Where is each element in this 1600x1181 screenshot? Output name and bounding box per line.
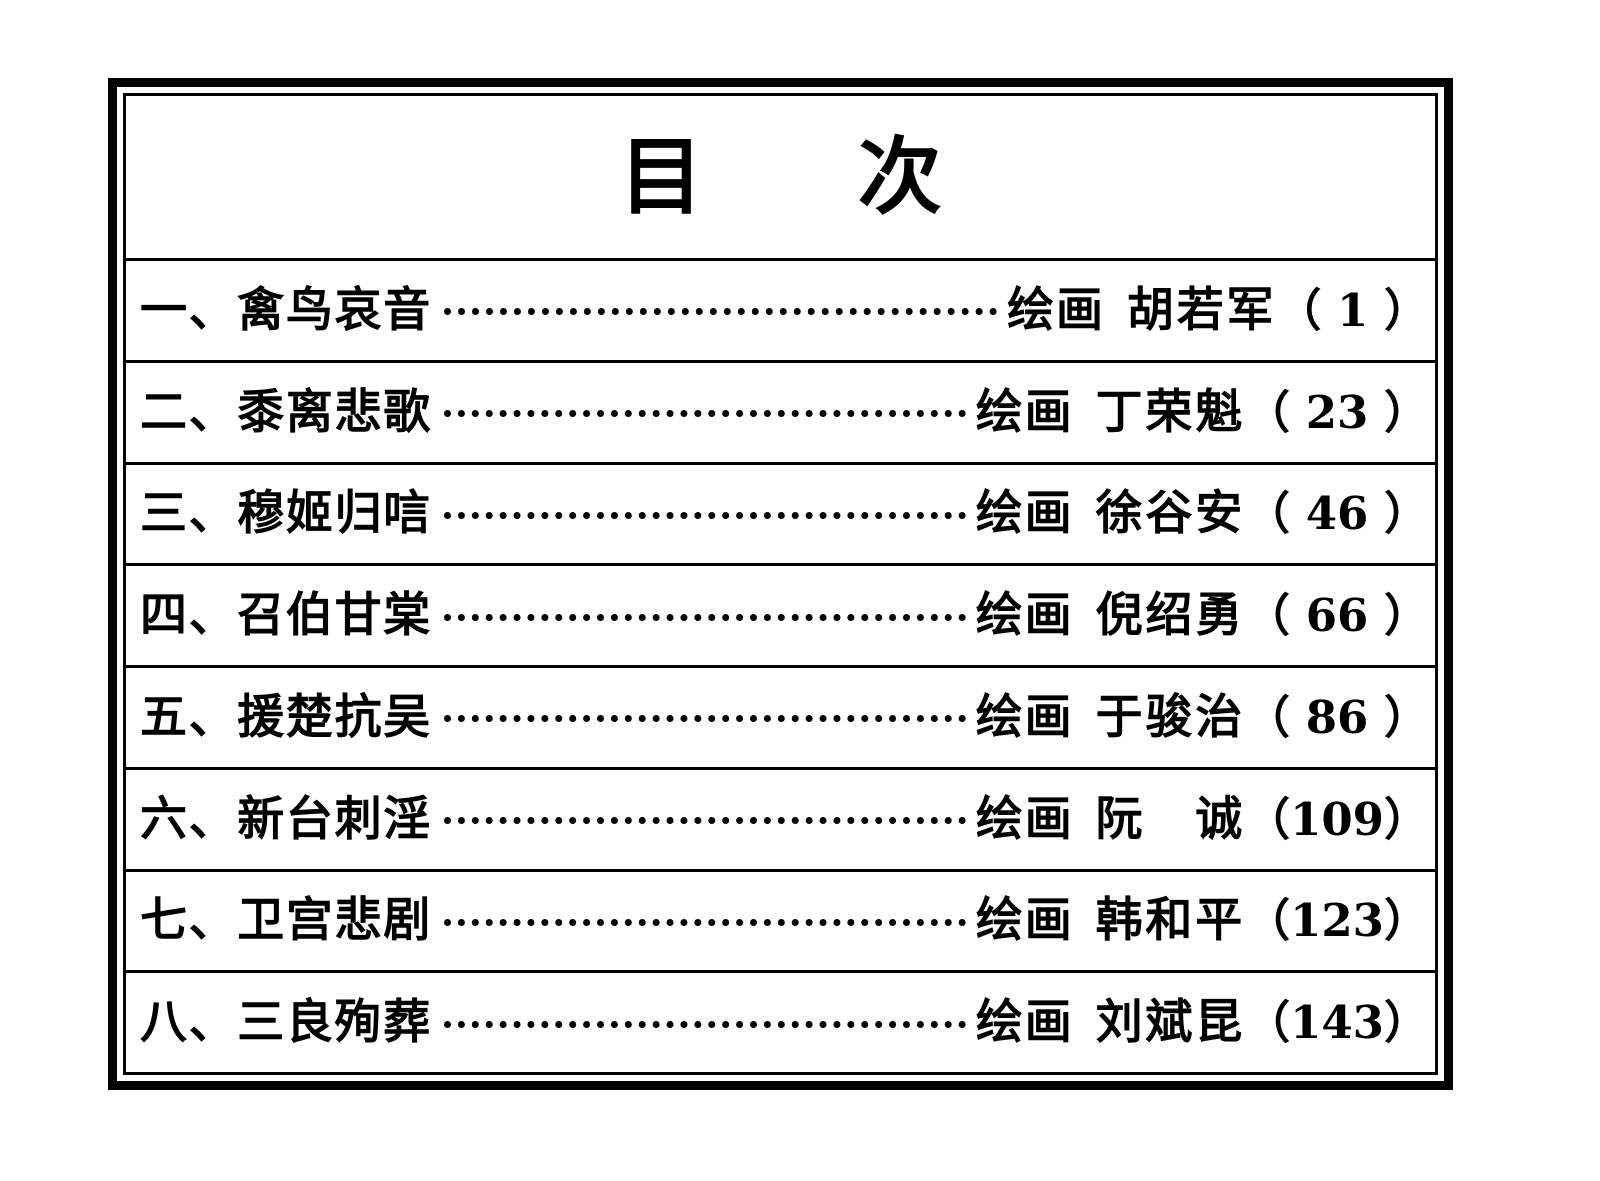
- entry-artist: 阮 诚: [1095, 791, 1246, 847]
- entry-page-number: （143）: [1245, 996, 1429, 1050]
- toc-outer-frame: 目 次 一、禽鸟哀音 绘画 胡若军 （ 1 ） 二、黍离悲歌 绘画: [108, 78, 1453, 1090]
- entry-title: 四、召伯甘棠: [140, 588, 432, 644]
- entry-artist: 徐谷安: [1095, 486, 1246, 542]
- entry-role-label: 绘画: [975, 791, 1074, 847]
- entry-artist: 胡若军: [1126, 282, 1277, 338]
- entry-role-label: 绘画: [975, 893, 1074, 949]
- table-row[interactable]: 七、卫宫悲剧 绘画 韩和平 （123）: [126, 872, 1435, 974]
- entry-page-number: （123）: [1245, 894, 1429, 948]
- entry-artist: 刘斌昆: [1095, 995, 1246, 1051]
- entry-page-number: （ 23 ）: [1245, 385, 1429, 439]
- entry-title: 八、三良殉葬: [140, 995, 432, 1051]
- dot-leader: [444, 287, 997, 334]
- toc-title-band: 目 次: [126, 96, 1435, 261]
- entry-artist: 丁荣魁: [1095, 384, 1246, 440]
- entry-page-number: （ 86 ）: [1245, 690, 1429, 744]
- dot-leader: [444, 999, 966, 1046]
- entry-credit: 绘画 丁荣魁 （ 23 ）: [976, 389, 1429, 436]
- entry-role-label: 绘画: [975, 486, 1074, 542]
- entry-artist: 韩和平: [1095, 893, 1246, 949]
- toc-entry-list: 一、禽鸟哀音 绘画 胡若军 （ 1 ） 二、黍离悲歌 绘画 丁荣魁 （ 23 ）: [126, 261, 1435, 1072]
- entry-credit: 绘画 胡若军 （ 1 ）: [1007, 287, 1429, 334]
- table-row[interactable]: 五、援楚抗吴 绘画 于骏治 （ 86 ）: [126, 668, 1435, 770]
- entry-title: 六、新台刺淫: [140, 791, 432, 847]
- entry-role-label: 绘画: [975, 689, 1074, 745]
- dot-leader: [444, 490, 966, 537]
- table-row[interactable]: 三、穆姬归唁 绘画 徐谷安 （ 46 ）: [126, 465, 1435, 567]
- entry-title: 二、黍离悲歌: [140, 384, 432, 440]
- entry-credit: 绘画 韩和平 （123）: [976, 897, 1429, 944]
- entry-role-label: 绘画: [1007, 282, 1105, 338]
- table-row[interactable]: 四、召伯甘棠 绘画 倪绍勇 （ 66 ）: [126, 566, 1435, 668]
- dot-leader: [444, 592, 966, 639]
- entry-title: 三、穆姬归唁: [140, 486, 432, 542]
- entry-credit: 绘画 阮 诚 （109）: [976, 796, 1429, 843]
- entry-page-number: （ 66 ）: [1245, 589, 1429, 643]
- table-row[interactable]: 八、三良殉葬 绘画 刘斌昆 （143）: [126, 973, 1435, 1072]
- entry-credit: 绘画 倪绍勇 （ 66 ）: [976, 592, 1429, 639]
- entry-title: 一、禽鸟哀音: [140, 282, 432, 338]
- entry-page-number: （ 46 ）: [1245, 487, 1429, 541]
- entry-role-label: 绘画: [975, 995, 1074, 1051]
- entry-credit: 绘画 于骏治 （ 86 ）: [976, 694, 1429, 741]
- entry-credit: 绘画 徐谷安 （ 46 ）: [976, 490, 1429, 537]
- table-row[interactable]: 六、新台刺淫 绘画 阮 诚 （109）: [126, 770, 1435, 872]
- entry-title: 七、卫宫悲剧: [140, 893, 432, 949]
- entry-artist: 于骏治: [1095, 689, 1246, 745]
- entry-title: 五、援楚抗吴: [140, 689, 432, 745]
- entry-role-label: 绘画: [975, 384, 1074, 440]
- toc-inner-frame: 目 次 一、禽鸟哀音 绘画 胡若军 （ 1 ） 二、黍离悲歌 绘画: [123, 93, 1438, 1075]
- dot-leader: [444, 897, 966, 944]
- table-row[interactable]: 二、黍离悲歌 绘画 丁荣魁 （ 23 ）: [126, 363, 1435, 465]
- entry-artist: 倪绍勇: [1095, 588, 1246, 644]
- entry-page-number: （ 1 ）: [1276, 283, 1429, 337]
- entry-role-label: 绘画: [975, 588, 1074, 644]
- entry-credit: 绘画 刘斌昆 （143）: [976, 999, 1429, 1046]
- page-title: 目 次: [619, 127, 978, 226]
- dot-leader: [444, 694, 966, 741]
- entry-page-number: （109）: [1245, 792, 1429, 846]
- table-row[interactable]: 一、禽鸟哀音 绘画 胡若军 （ 1 ）: [126, 261, 1435, 363]
- dot-leader: [444, 796, 966, 843]
- dot-leader: [444, 389, 966, 436]
